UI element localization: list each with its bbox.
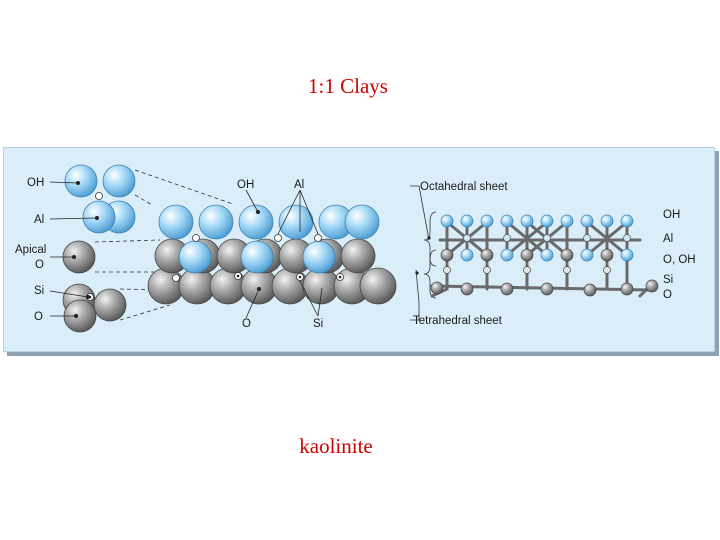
legend-pointers [49, 180, 100, 318]
right-al-label: Al [663, 233, 673, 245]
right-o-oh-label: O, OH [663, 254, 696, 266]
slab-o-label: O [242, 318, 251, 330]
oh-atom [64, 164, 98, 198]
octahedral-sheet-label: Octahedral sheet [420, 181, 508, 193]
oh-atom [82, 200, 116, 234]
tetrahedral-sheet-label: Tetrahedral sheet [413, 315, 503, 327]
right-oh-label: OH [663, 209, 680, 221]
legend-apical-o-label: O [35, 259, 44, 271]
slide-caption: kaolinite [299, 434, 373, 458]
right-si-label: Si [663, 274, 673, 286]
legend-apical-label: Apical [15, 244, 46, 256]
slide-title: 1:1 Clays [308, 74, 388, 98]
legend-atoms [62, 164, 136, 333]
oh-atom [102, 164, 136, 198]
slab-pointers [245, 189, 323, 319]
ball-and-stick-model [410, 185, 659, 321]
slab-model [147, 204, 397, 305]
slab-si-label: Si [313, 318, 323, 330]
slab-al-label: Al [294, 179, 304, 191]
al-atom [95, 192, 103, 200]
legend-si-label: Si [34, 285, 44, 297]
slab-oh-label: OH [237, 179, 254, 191]
right-o-label: O [663, 289, 672, 301]
legend-o-label: O [34, 311, 43, 323]
legend-oh-label: OH [27, 177, 44, 189]
legend-al-label: Al [34, 214, 44, 226]
oxygen-atom [93, 288, 127, 322]
